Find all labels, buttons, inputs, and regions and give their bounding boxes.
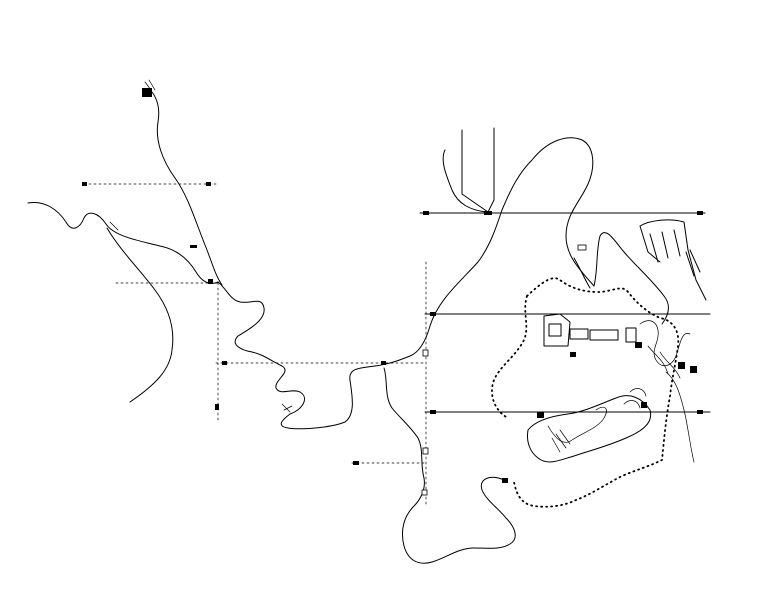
east-road [573, 219, 707, 325]
north-lot-outline [442, 127, 495, 213]
north-road-segment [142, 79, 223, 286]
sign-block [142, 88, 152, 97]
garden-detail [527, 371, 695, 463]
survey-axes-right [419, 211, 711, 414]
park-boundary [491, 277, 680, 508]
markers [190, 245, 508, 496]
central-road [217, 137, 595, 564]
building-cluster [543, 313, 697, 379]
survey-lines-left [82, 182, 429, 506]
west-road [27, 201, 219, 403]
